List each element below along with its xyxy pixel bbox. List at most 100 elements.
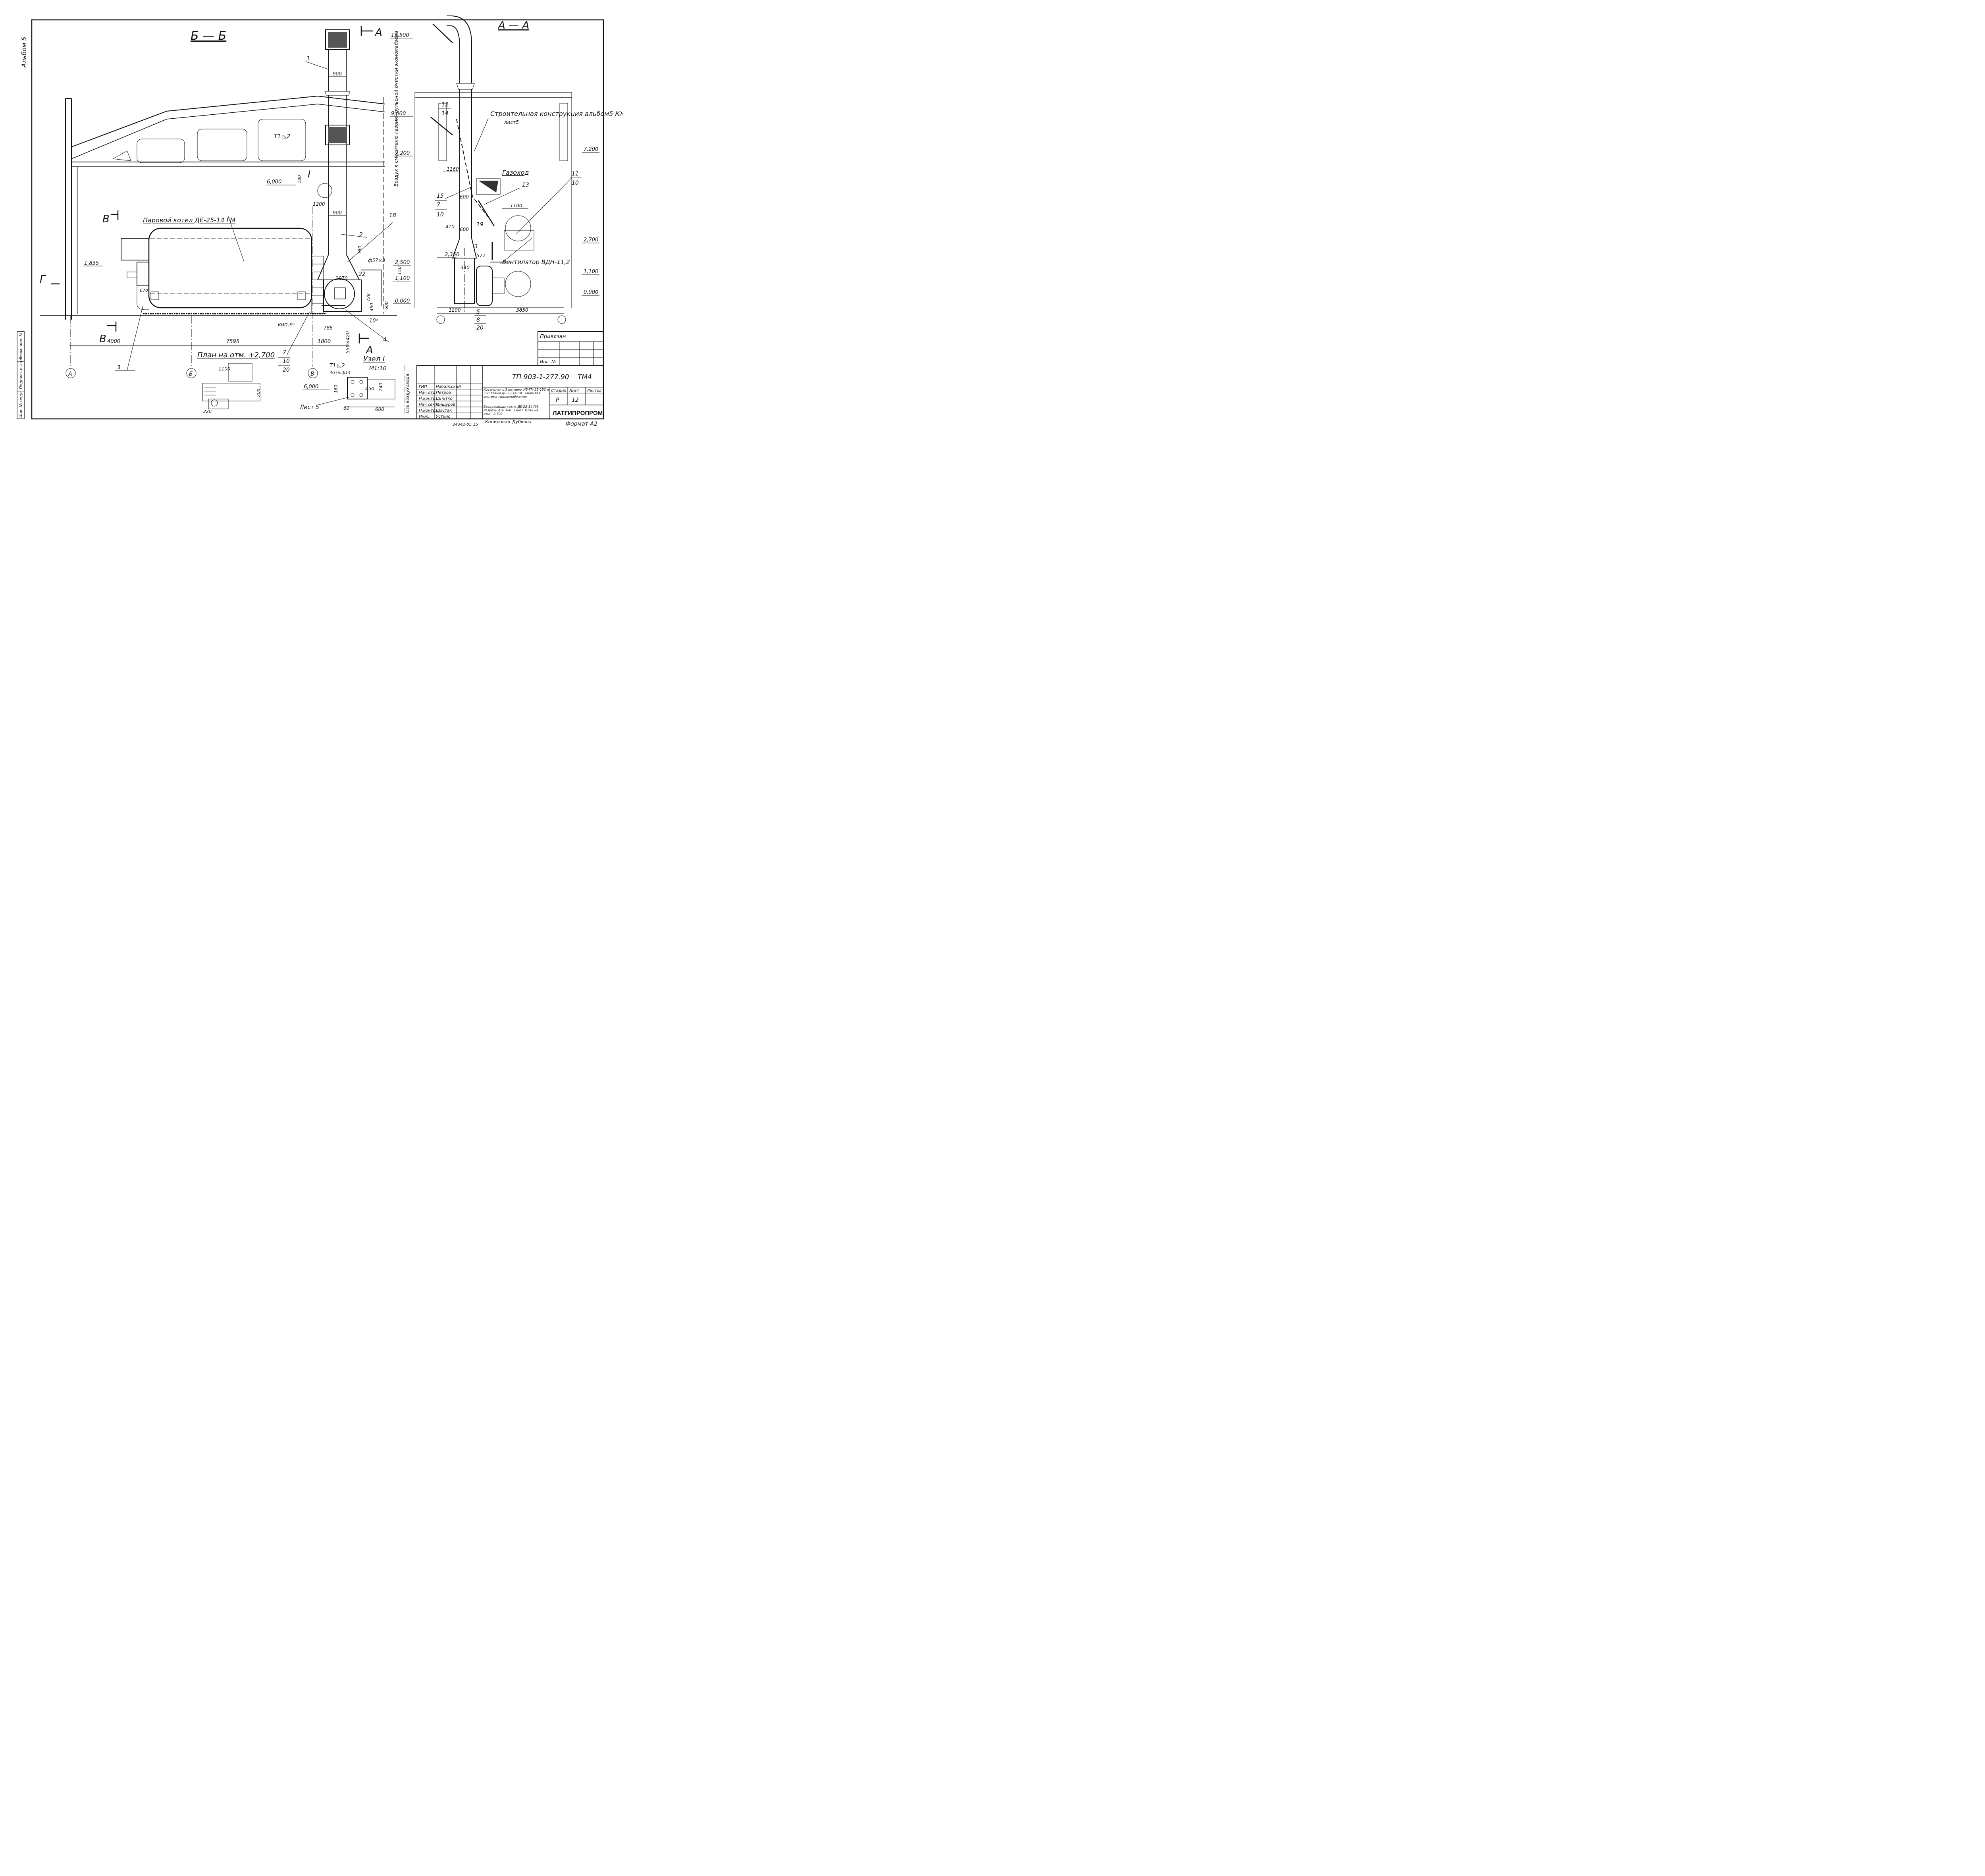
tb-format: Формат А2	[566, 421, 597, 427]
sheet-frame	[31, 19, 604, 420]
tb-description: Котельная с 3 котлами КВ-ГМ-35-150 и 3 к…	[484, 388, 549, 399]
section-markers: А А В В Г	[40, 26, 382, 356]
tb-number: 24342-05 15	[453, 422, 478, 427]
node-title: Узел I	[363, 355, 385, 363]
dim-785: 785	[324, 325, 333, 331]
tb-stage-label: Стадия	[551, 389, 566, 393]
dim-10a: 10ᵃ	[369, 318, 378, 324]
grid-axes: А Б В	[66, 206, 318, 378]
tb-name-5: Устинс	[436, 415, 450, 419]
dimensions-aa: 1160 600 410 600 577 340 1100 1200 3850	[437, 166, 564, 313]
elev-1100: 1,100	[395, 276, 410, 281]
dim-7595: 7595	[226, 339, 239, 345]
elev-13500: 13,500	[391, 33, 409, 39]
callout-5: 5	[476, 309, 480, 315]
section-mark-v-top: В	[102, 213, 110, 225]
construction-sheet: лист5	[504, 120, 519, 125]
tb-sheet-label: Лист	[569, 389, 580, 393]
title-block: Привязан Инв. № ГИП Нач.отд. Н.контр. На…	[416, 331, 604, 427]
plan-2700: План на отм. +2,700 1100 200 220	[197, 351, 275, 414]
dim-aa-600: 600	[460, 227, 469, 232]
album-label: Альбом 5	[20, 37, 28, 68]
tb-org: ЛАТГИПРОПРОМ	[553, 410, 603, 416]
elev-aa-1100: 1,100	[584, 269, 598, 275]
elev-aa-0000: 0,000	[584, 289, 598, 295]
duct-grille-mid	[328, 127, 347, 143]
tb-role-4: Н.контр.	[419, 409, 437, 413]
stairs	[311, 256, 324, 314]
plan-dim-1100: 1100	[218, 366, 231, 372]
node-weld: Т1 ◺2	[330, 363, 345, 369]
air-duct-vertical	[317, 29, 382, 312]
tb-role-3: Нач.сект.	[419, 403, 438, 407]
tb-role-5: Инж.	[419, 415, 429, 419]
dim-550x420: 550×420	[345, 331, 351, 353]
dim-1100: 1100	[510, 203, 522, 208]
elev-aa-2350: 2,350	[445, 252, 459, 258]
weld-t1: Т1 ◺2	[274, 133, 291, 140]
node-holes: 4отв.ф14	[330, 370, 351, 375]
elev-0000: 0,000	[395, 298, 410, 304]
stamp-inv-podl: Инв. № подл.	[19, 390, 23, 418]
callout-10b: 10	[572, 180, 579, 186]
section-aa-title: А — А	[497, 19, 529, 31]
callout-19: 19	[476, 222, 484, 228]
dim-600: 600	[384, 301, 389, 310]
callouts-aa: 12 14 15 7 10 19 11 10 13 3 5 8 20	[435, 102, 582, 331]
callout-4: 4	[383, 337, 387, 343]
dim-728: 728	[366, 293, 371, 302]
gas-duct-symbol	[478, 181, 498, 193]
dim-4000: 4000	[107, 339, 120, 345]
callout-2: 2	[359, 231, 363, 238]
tb-bound: Привязан	[540, 334, 566, 340]
dim-1800: 1800	[318, 339, 331, 345]
fan-label: Вентилятор ВДН-11,2	[502, 258, 570, 266]
dim-pipe-57x3: ф57×3	[368, 258, 385, 263]
callouts-bb: 1 2 3 4 18 7 10 20	[115, 56, 396, 373]
node-i-detail: Узел I М1:10 Т1 ◺2 4отв.ф14 450 240 160 …	[299, 355, 410, 415]
node-dim-600: 600	[375, 407, 384, 412]
node-dim-160: 160	[333, 385, 339, 393]
tb-name-4: Шастак	[436, 409, 452, 413]
side-stamp: Инв. № подл. Подпись и дата Взам. инв. №	[17, 331, 25, 419]
building-frame	[40, 95, 397, 320]
plan-dim-220: 220	[203, 409, 212, 414]
dim-450: 450	[369, 303, 374, 311]
elevation-marks-aa: 2,350 2,700 7,200 1,100 0,000	[437, 147, 599, 296]
dim-410: 410	[445, 224, 455, 229]
callout-1: 1	[306, 56, 310, 62]
section-aa-drawing	[414, 15, 572, 324]
axis-v: В	[310, 371, 314, 377]
dim-aa-1200: 1200	[449, 307, 461, 313]
dim-aa-600-top: 600	[460, 194, 469, 200]
callout-7: 7	[437, 202, 440, 208]
tb-role-2: Н.контр.	[419, 397, 437, 401]
callout-11: 11	[572, 171, 579, 177]
section-mark-g: Г	[40, 274, 46, 285]
elev-aa-7200: 7,200	[584, 147, 598, 152]
callout-18: 18	[389, 212, 396, 219]
dim-577: 577	[476, 253, 486, 258]
elev-2500: 2,500	[395, 260, 410, 266]
axis-b: Б	[189, 371, 193, 377]
tb-inv-no: Инв. №	[540, 359, 556, 364]
callout-20-bb: 20	[283, 367, 290, 373]
tb-name-3: Мищуров	[436, 403, 455, 407]
tb-sheet-title: Воздуховоды котла ДЕ-25-14 ГМ. Разрезы А…	[484, 405, 539, 416]
tb-copied-label: Копировал	[485, 419, 510, 424]
section-mark-a-top: А	[374, 27, 382, 39]
tb-name-2: Шнитко	[436, 397, 453, 401]
section-mark-a-bottom: А	[365, 344, 373, 356]
dim-1160: 1160	[447, 166, 459, 172]
elev-1835: 1,835	[84, 260, 99, 266]
kip-label: КИП-5ᵐ	[278, 322, 295, 328]
tb-role-0: ГИП	[419, 385, 427, 389]
dim-900-bottom: 900	[333, 210, 342, 216]
dim-22: 22	[358, 271, 366, 278]
dim-3850: 3850	[516, 307, 528, 313]
node-axis-note: Ось воздуховода	[405, 374, 410, 413]
elev-aa-2700: 2,700	[584, 237, 598, 243]
callout-3: 3	[117, 364, 121, 371]
tb-name-0: Набальский	[436, 384, 461, 389]
callout-8: 8	[476, 317, 480, 323]
